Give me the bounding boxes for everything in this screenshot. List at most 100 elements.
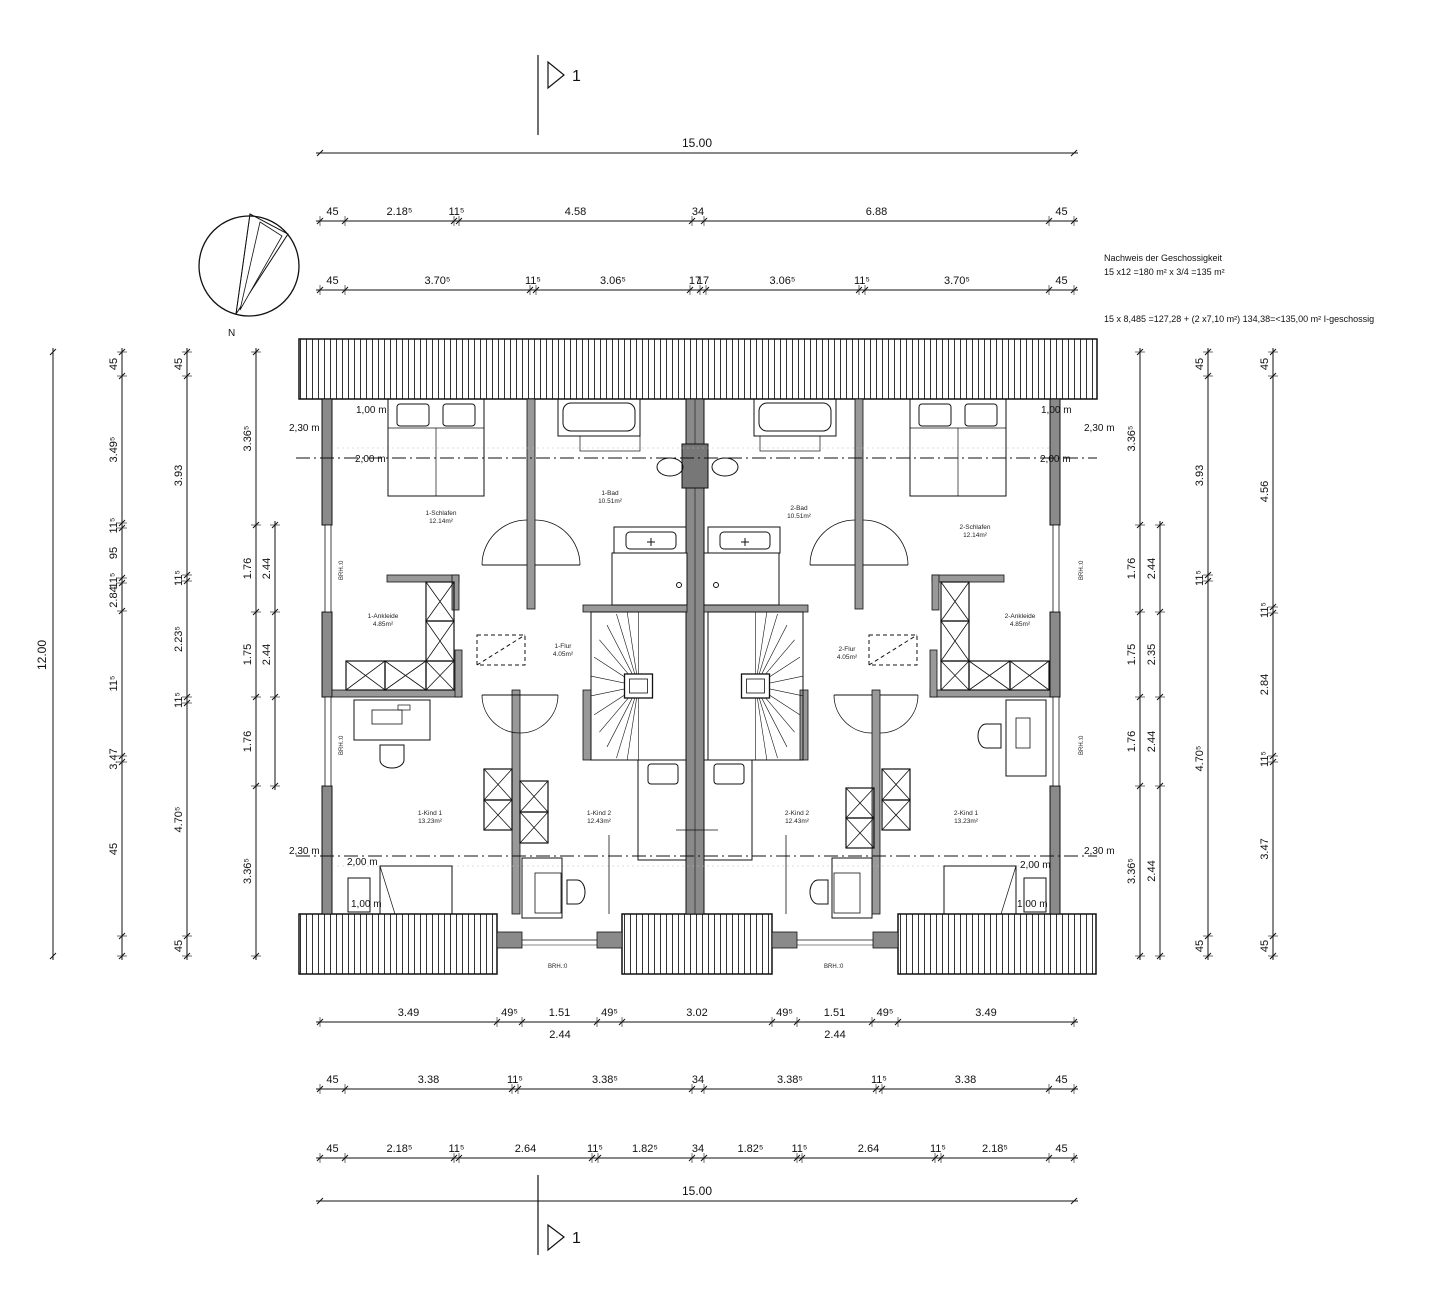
dimension-label: 17 — [697, 275, 709, 287]
wardrobe-icon — [519, 811, 549, 844]
door-swing — [833, 694, 873, 734]
dimension-label: 45 — [173, 358, 185, 370]
area-notes: Nachweis der Geschossigkeit 15 x12 =180 … — [1104, 253, 1374, 324]
dimension-label: 45 — [1259, 940, 1271, 952]
dimension-label: 1.76 — [1126, 558, 1138, 579]
dimension-label: 45 — [108, 358, 120, 370]
wardrobe-icon — [425, 660, 455, 691]
dim-bottom-overall: 15.00 — [316, 1184, 1078, 1205]
door-swing — [534, 519, 581, 566]
dimension-label: 2.18⁵ — [387, 206, 413, 218]
dimension-label: 3.02 — [686, 1007, 707, 1019]
dimension-label: 1.76 — [242, 731, 254, 752]
section-marker-top: 1 — [537, 55, 581, 135]
wall — [1049, 785, 1061, 915]
dimension-label: 11⁵ — [449, 1143, 465, 1155]
height-label: 2,30 m — [289, 423, 320, 434]
wardrobe-icon — [483, 768, 513, 801]
dimension-label: 3.38 — [418, 1074, 439, 1086]
dimension-label: 49⁵ — [601, 1007, 618, 1019]
dimension-label: 3.36⁵ — [1126, 858, 1138, 884]
dimension-label: 3.93 — [173, 465, 185, 486]
dimension-label: 2.44 — [824, 1029, 845, 1041]
dimension-label: 1.76 — [242, 558, 254, 579]
dimension-label: 95 — [108, 547, 120, 559]
dimension-label: 3.70⁵ — [425, 275, 451, 287]
roof-bottom-middle — [621, 913, 773, 975]
wardrobe-icon — [845, 817, 875, 849]
notes-line1: 15 x12 =180 m² x 3/4 =135 m² — [1104, 267, 1225, 277]
brh-label: BRH.:0 — [339, 560, 345, 580]
room-label: 1-Kind 212.43m² — [587, 810, 612, 825]
height-label: 1,00 m — [356, 405, 387, 416]
dim-left-col4: 2.442.44 — [261, 521, 280, 790]
room-name: 1-Ankleide — [368, 613, 399, 620]
dimension-label: 11⁵ — [792, 1143, 808, 1155]
section-label-top: 1 — [572, 68, 581, 85]
dimension-label: 3.06⁵ — [600, 275, 626, 287]
dimension-label: 11⁵ — [507, 1074, 523, 1086]
desk-icon — [521, 857, 586, 919]
door-swing — [519, 694, 559, 734]
wall — [321, 785, 333, 915]
wardrobe-icon — [1009, 660, 1050, 691]
height-label: 1,00 m — [1017, 899, 1048, 910]
room-area: 12.43m² — [587, 818, 612, 825]
height-label: 2,00 m — [1020, 860, 1051, 871]
room-area: 12.43m² — [785, 818, 810, 825]
dimension-label: 34 — [692, 1143, 704, 1155]
dim-left-overall: 12.00 — [35, 348, 57, 960]
dimension-label: 1.76 — [1126, 731, 1138, 752]
dimension-label: 49⁵ — [776, 1007, 793, 1019]
dimension-label: 11⁵ — [1259, 751, 1271, 767]
dimension-label: 3.38⁵ — [592, 1074, 618, 1086]
wall — [321, 398, 333, 526]
dimension-label: 1.82⁵ — [738, 1143, 764, 1155]
room-area: 13.23m² — [418, 818, 443, 825]
dimension-label: 2.44 — [261, 558, 273, 579]
building: 1-Schlafen12.14m²1-Bad10.51m²2-Bad10.51m… — [289, 338, 1115, 975]
dimension-label: 11⁵ — [854, 275, 870, 287]
dimension-label: 4.70⁵ — [1194, 746, 1206, 772]
bathtub-icon — [557, 398, 641, 452]
room-name: 1-Bad — [601, 490, 619, 497]
stairs — [590, 611, 804, 761]
brh-label: BRH.:0 — [1079, 735, 1085, 755]
dimension-label: 2.44 — [1146, 860, 1158, 881]
dimension-label: 2.18⁵ — [982, 1143, 1008, 1155]
wardrobe-icon — [940, 660, 970, 691]
doors — [481, 519, 919, 734]
dimension-label: 45 — [326, 1074, 338, 1086]
height-label: 1,00 m — [351, 899, 382, 910]
room-area: 10.51m² — [598, 498, 623, 505]
dimension-label: 45 — [1055, 1143, 1067, 1155]
dimension-label: 11⁵ — [871, 1074, 887, 1086]
bed-icon — [637, 759, 687, 861]
dimension-label: 4.58 — [565, 206, 586, 218]
dimension-label: 49⁵ — [877, 1007, 894, 1019]
room-area: 12.14m² — [429, 518, 454, 525]
door-swing — [481, 694, 521, 734]
skylight — [476, 634, 526, 666]
notes-line2: 15 x 8,485 =127,28 + (2 x7,10 m²) 134,38… — [1104, 314, 1374, 324]
dimension-label: 45 — [1194, 940, 1206, 952]
wardrobes — [345, 581, 1050, 849]
room-name: 2-Bad — [790, 505, 808, 512]
section-marker-bottom: 1 — [537, 1175, 581, 1255]
bed-icon — [943, 865, 1047, 915]
dimension-label: 45 — [108, 843, 120, 855]
room-name: 2-Flur — [839, 646, 857, 653]
room-area: 4.85m² — [373, 621, 394, 628]
dimension-label: 12.00 — [35, 640, 49, 670]
staircase — [707, 611, 804, 761]
